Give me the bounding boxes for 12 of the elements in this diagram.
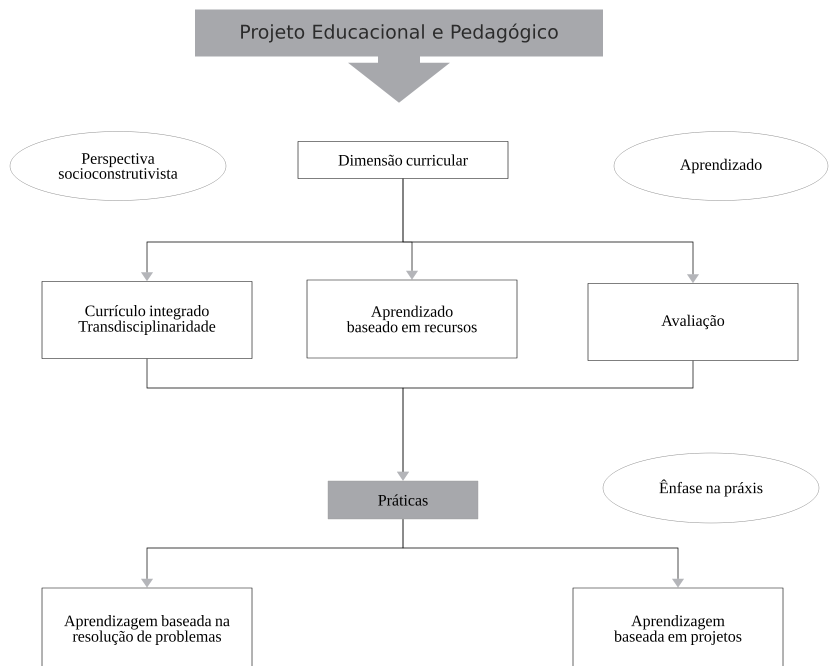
process-box: Avaliação [588,283,798,361]
process-box: Práticas [328,480,478,520]
block-arrow [348,56,450,103]
ellipse-node: Perspectiva socioconstrutivista [10,131,226,201]
process-box: Dimensão curricular [298,141,508,179]
process-box: Currículo integrado Transdisciplinaridade [42,281,252,359]
process-box: Aprendizagem baseada na resolução de problemas [42,588,252,666]
process-box: Aprendizagem baseada em projetos [572,588,784,666]
process-box: Aprendizado baseado em recursos [306,280,518,358]
ellipse-node: Aprendizado [614,131,828,201]
title-banner: Projeto Educacional e Pedagógico [195,10,603,56]
ellipse-node: Ênfase na práxis [602,452,820,524]
